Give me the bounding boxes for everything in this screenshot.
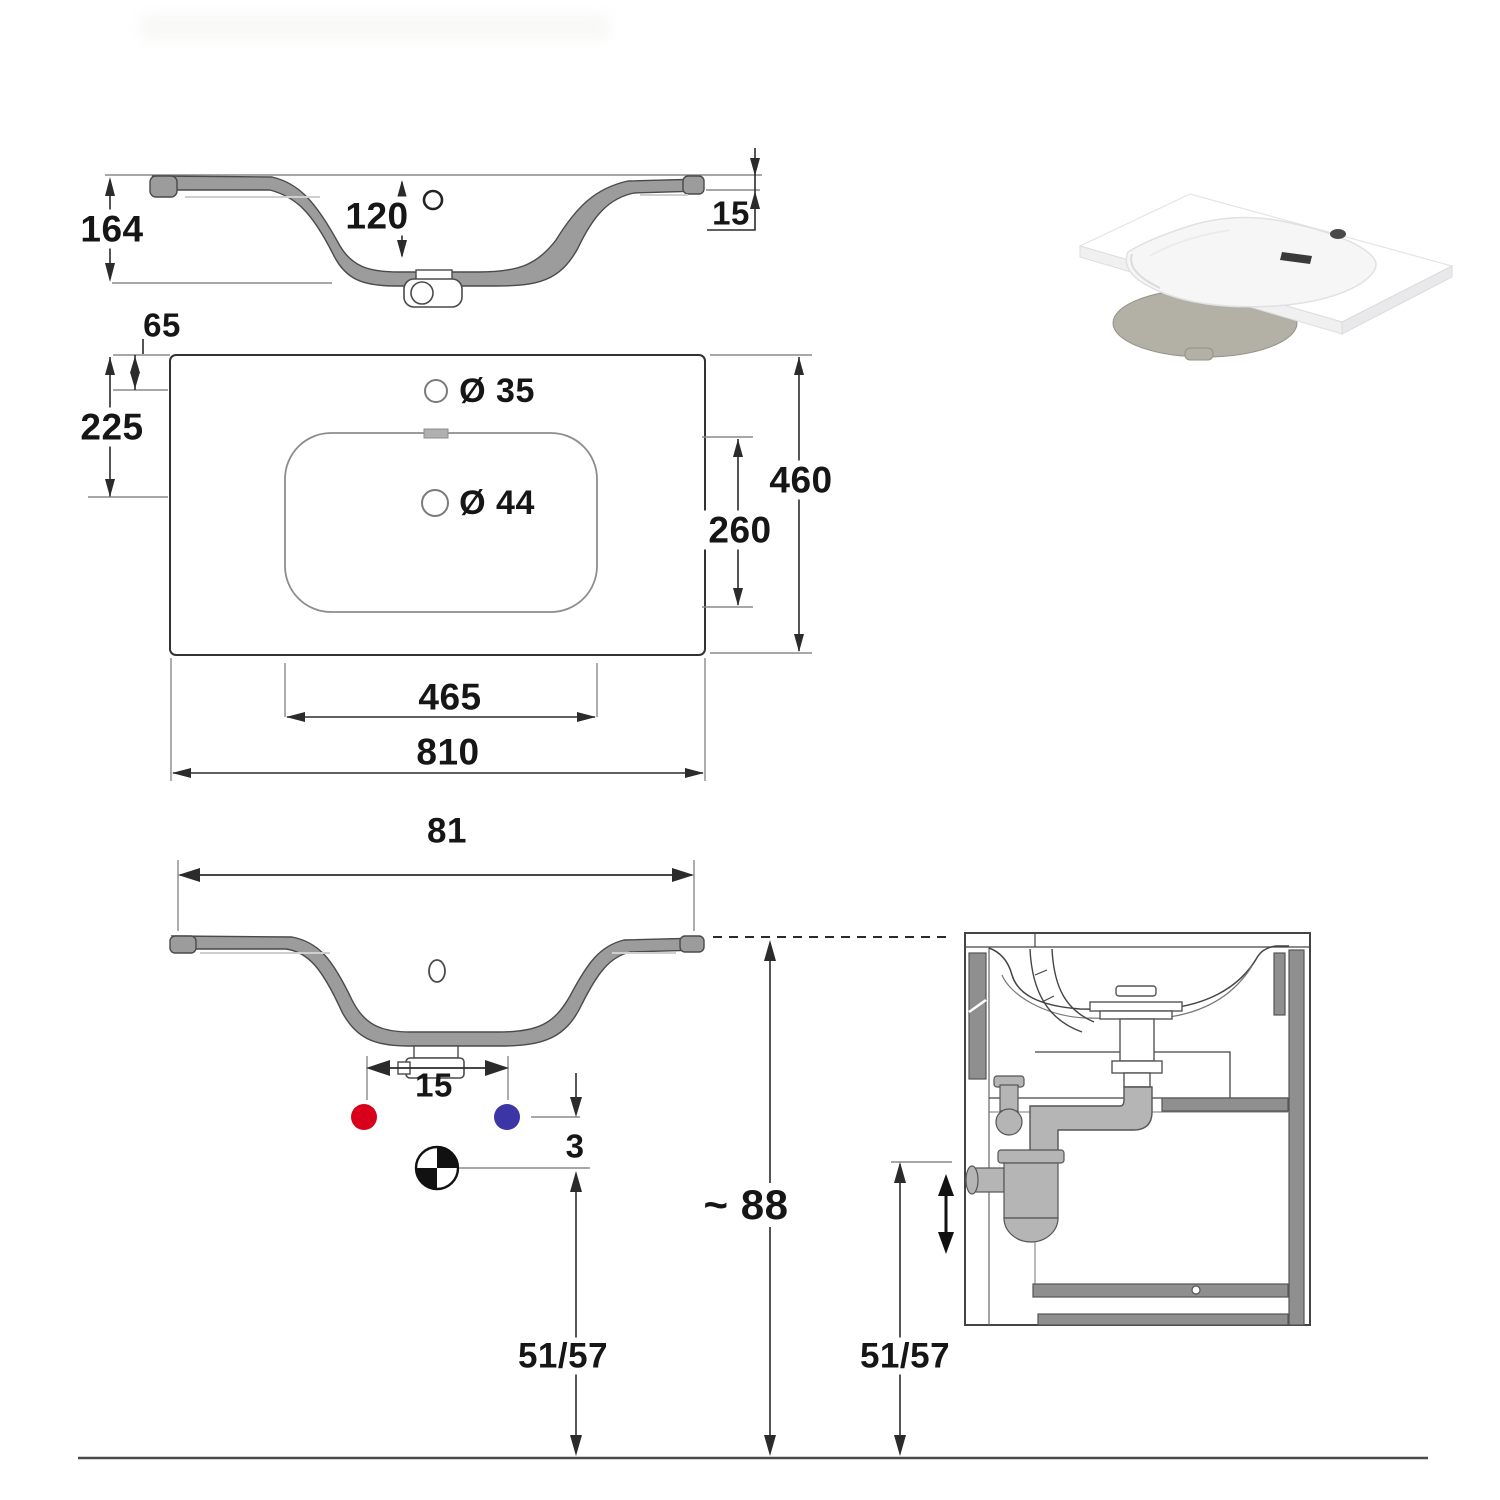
dim-label-tap-offset: 65 <box>143 306 181 344</box>
dim-label-supply-spacing: 15 <box>415 1066 453 1104</box>
dim-label-bowl-depth: 120 <box>340 196 414 236</box>
dim-label-drain-offset-cm: 3 <box>565 1127 585 1165</box>
hot-water-dot <box>351 1104 377 1130</box>
dim-label-total-width-cm: 81 <box>427 811 467 851</box>
cold-water-dot <box>494 1104 520 1130</box>
dim-label-overall-height: ~ 88 <box>698 1183 794 1227</box>
dim-label-plan-depth: 460 <box>764 460 838 500</box>
faint-watermark <box>140 14 610 40</box>
cabinet-section-group <box>964 932 1311 1326</box>
basin-front-profile <box>170 935 703 1047</box>
dim-label-total-width-mm: 810 <box>416 731 480 773</box>
plan-bowl-outline <box>284 432 598 613</box>
front-tap-hole <box>428 959 446 983</box>
dim-label-drain-diameter: Ø 44 <box>459 484 535 522</box>
dim-label-drain-offset: 225 <box>75 407 149 447</box>
dim-label-bowl-width: 465 <box>418 676 482 718</box>
degree-circle <box>422 189 444 211</box>
bottle-trap <box>965 1149 1065 1243</box>
dim-label-tap-diameter: Ø 35 <box>459 372 535 410</box>
drain-hole <box>421 489 449 517</box>
drawer-front-panel <box>1288 949 1305 1326</box>
dim-label-right-connection: 51/57 <box>854 1337 956 1375</box>
dim-label-left-connection: 51/57 <box>512 1337 614 1375</box>
angle-valve <box>993 1075 1025 1136</box>
dim-label-section-depth: 164 <box>75 209 149 249</box>
tap-hole <box>424 379 448 403</box>
product-photo-group <box>1078 193 1454 361</box>
drain-center-symbol <box>414 1145 460 1191</box>
dim-label-rim-thickness: 15 <box>712 194 750 232</box>
section-view-group <box>105 148 762 308</box>
overflow-notch <box>423 428 449 439</box>
dim-label-plan-bowl-depth: 260 <box>703 510 777 550</box>
cabinet-left-panel <box>968 952 987 1080</box>
section-drain-fitting <box>403 269 463 308</box>
drain-assembly <box>1089 985 1183 1088</box>
photo-tap-hole <box>1330 229 1346 239</box>
front-view-group <box>78 860 1428 1460</box>
adjustable-height-arrow <box>938 1174 954 1254</box>
plan-view-group <box>88 339 812 781</box>
photo-overflow-slot <box>1280 252 1312 264</box>
